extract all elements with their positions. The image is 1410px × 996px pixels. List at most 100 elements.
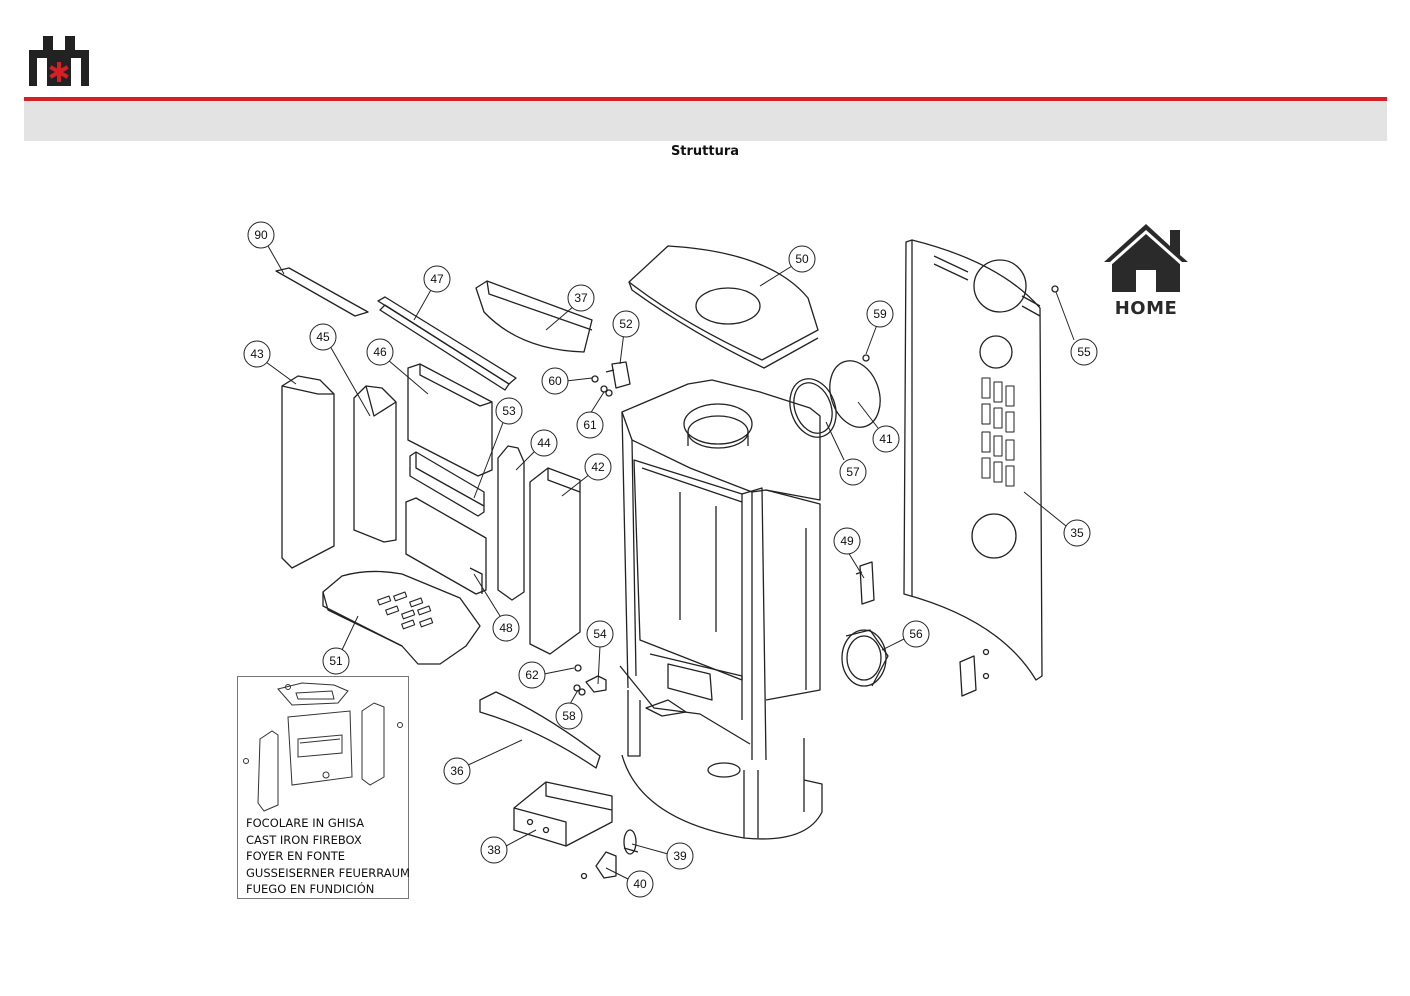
part-54-clip xyxy=(585,675,607,693)
svg-text:47: 47 xyxy=(430,272,444,286)
callout-45: 45 xyxy=(309,323,337,351)
home-button[interactable]: HOME xyxy=(1100,218,1192,322)
svg-text:43: 43 xyxy=(250,347,264,361)
part-53-grate-bar xyxy=(409,451,485,517)
callout-40: 40 xyxy=(626,870,654,898)
part-45-side-panel xyxy=(353,385,397,543)
svg-text:57: 57 xyxy=(846,465,860,479)
part-60-screw xyxy=(591,375,599,383)
svg-text:51: 51 xyxy=(329,654,343,668)
callout-57: 57 xyxy=(839,458,867,486)
callout-59: 59 xyxy=(866,300,894,328)
svg-text:61: 61 xyxy=(583,418,597,432)
svg-text:53: 53 xyxy=(502,404,516,418)
caption-line: GUSSEISERNER FEUERRAUM xyxy=(246,865,410,880)
part-49-bracket xyxy=(855,561,875,605)
svg-text:45: 45 xyxy=(316,330,330,344)
caption-line: FOYER EN FONTE xyxy=(246,849,346,864)
callout-46: 46 xyxy=(366,338,394,366)
firebox-illustration xyxy=(243,682,403,812)
callout-60: 60 xyxy=(541,367,569,395)
svg-text:37: 37 xyxy=(574,291,588,305)
svg-text:39: 39 xyxy=(673,849,687,863)
part-56-flue-collar xyxy=(841,629,889,687)
callout-48: 48 xyxy=(492,614,520,642)
callout-56: 56 xyxy=(902,620,930,648)
header-band xyxy=(24,101,1387,141)
callout-47: 47 xyxy=(423,265,451,293)
callout-37: 37 xyxy=(567,284,595,312)
svg-text:38: 38 xyxy=(487,843,501,857)
svg-text:58: 58 xyxy=(562,709,576,723)
svg-text:56: 56 xyxy=(909,627,923,641)
caption-line: FOCOLARE IN GHISA xyxy=(246,816,365,830)
part-38-ash-drawer xyxy=(513,781,613,847)
callout-42: 42 xyxy=(584,453,612,481)
svg-text:49: 49 xyxy=(840,534,854,548)
callout-90: 90 xyxy=(247,221,275,249)
svg-text:55: 55 xyxy=(1077,345,1091,359)
part-59-screw xyxy=(862,354,870,362)
hinge-bracket xyxy=(959,648,990,697)
part-35-rear-panel xyxy=(903,239,1043,681)
firebox-inset: FOCOLARE IN GHISA CAST IRON FIREBOX FOYE… xyxy=(237,676,410,899)
part-36-front-bar xyxy=(479,691,601,769)
part-57-gasket-ring xyxy=(789,378,837,438)
callout-36: 36 xyxy=(443,757,471,785)
svg-text:44: 44 xyxy=(537,436,551,450)
callout-41: 41 xyxy=(872,425,900,453)
caption-line: FUEGO EN FUNDICIÓN xyxy=(246,882,375,897)
callout-44: 44 xyxy=(530,429,558,457)
part-51-base-tray xyxy=(322,570,481,665)
callout-53: 53 xyxy=(495,397,523,425)
part-52-bracket xyxy=(605,361,631,389)
svg-text:41: 41 xyxy=(879,432,893,446)
firebox-caption: FOCOLARE IN GHISA CAST IRON FIREBOX FOYE… xyxy=(246,815,410,898)
svg-text:52: 52 xyxy=(619,317,633,331)
svg-text:46: 46 xyxy=(373,345,387,359)
part-42-side-block xyxy=(529,467,581,655)
part-39-knob xyxy=(623,829,639,855)
svg-text:90: 90 xyxy=(254,228,268,242)
part-37-baffle xyxy=(475,280,593,353)
part-40-bracket xyxy=(580,851,617,880)
callout-54: 54 xyxy=(586,620,614,648)
callout-39: 39 xyxy=(666,842,694,870)
callout-49: 49 xyxy=(833,527,861,555)
svg-text:54: 54 xyxy=(593,627,607,641)
header-rule xyxy=(24,97,1387,101)
page-title: Struttura xyxy=(670,144,740,159)
callout-43: 43 xyxy=(243,340,271,368)
part-90-deflector-strip xyxy=(275,267,369,317)
stove-main-body xyxy=(619,379,823,840)
callout-38: 38 xyxy=(480,836,508,864)
house-icon xyxy=(1104,224,1188,292)
svg-text:35: 35 xyxy=(1070,526,1084,540)
caption-line: CAST IRON FIREBOX xyxy=(246,832,362,847)
callout-50: 50 xyxy=(788,245,816,273)
svg-text:50: 50 xyxy=(795,252,809,266)
part-62-screw xyxy=(574,664,582,672)
brand-logo-icon xyxy=(29,36,89,86)
callout-58: 58 xyxy=(555,702,583,730)
callout-52: 52 xyxy=(612,310,640,338)
part-48-lower-plate xyxy=(405,497,487,595)
svg-text:40: 40 xyxy=(633,877,647,891)
part-47-top-plate xyxy=(377,296,517,391)
svg-text:60: 60 xyxy=(548,374,562,388)
svg-text:59: 59 xyxy=(873,307,887,321)
part-43-side-panel xyxy=(281,375,335,569)
part-46-back-plate xyxy=(407,363,493,477)
callout-51: 51 xyxy=(322,647,350,675)
svg-text:42: 42 xyxy=(591,460,605,474)
callout-62: 62 xyxy=(518,661,546,689)
svg-text:48: 48 xyxy=(499,621,513,635)
callout-61: 61 xyxy=(576,411,604,439)
callout-35: 35 xyxy=(1063,519,1091,547)
part-41-cover-disc xyxy=(829,360,881,428)
svg-text:62: 62 xyxy=(525,668,539,682)
callout-55: 55 xyxy=(1070,338,1098,366)
part-44-narrow-panel xyxy=(497,445,525,601)
svg-text:36: 36 xyxy=(450,764,464,778)
